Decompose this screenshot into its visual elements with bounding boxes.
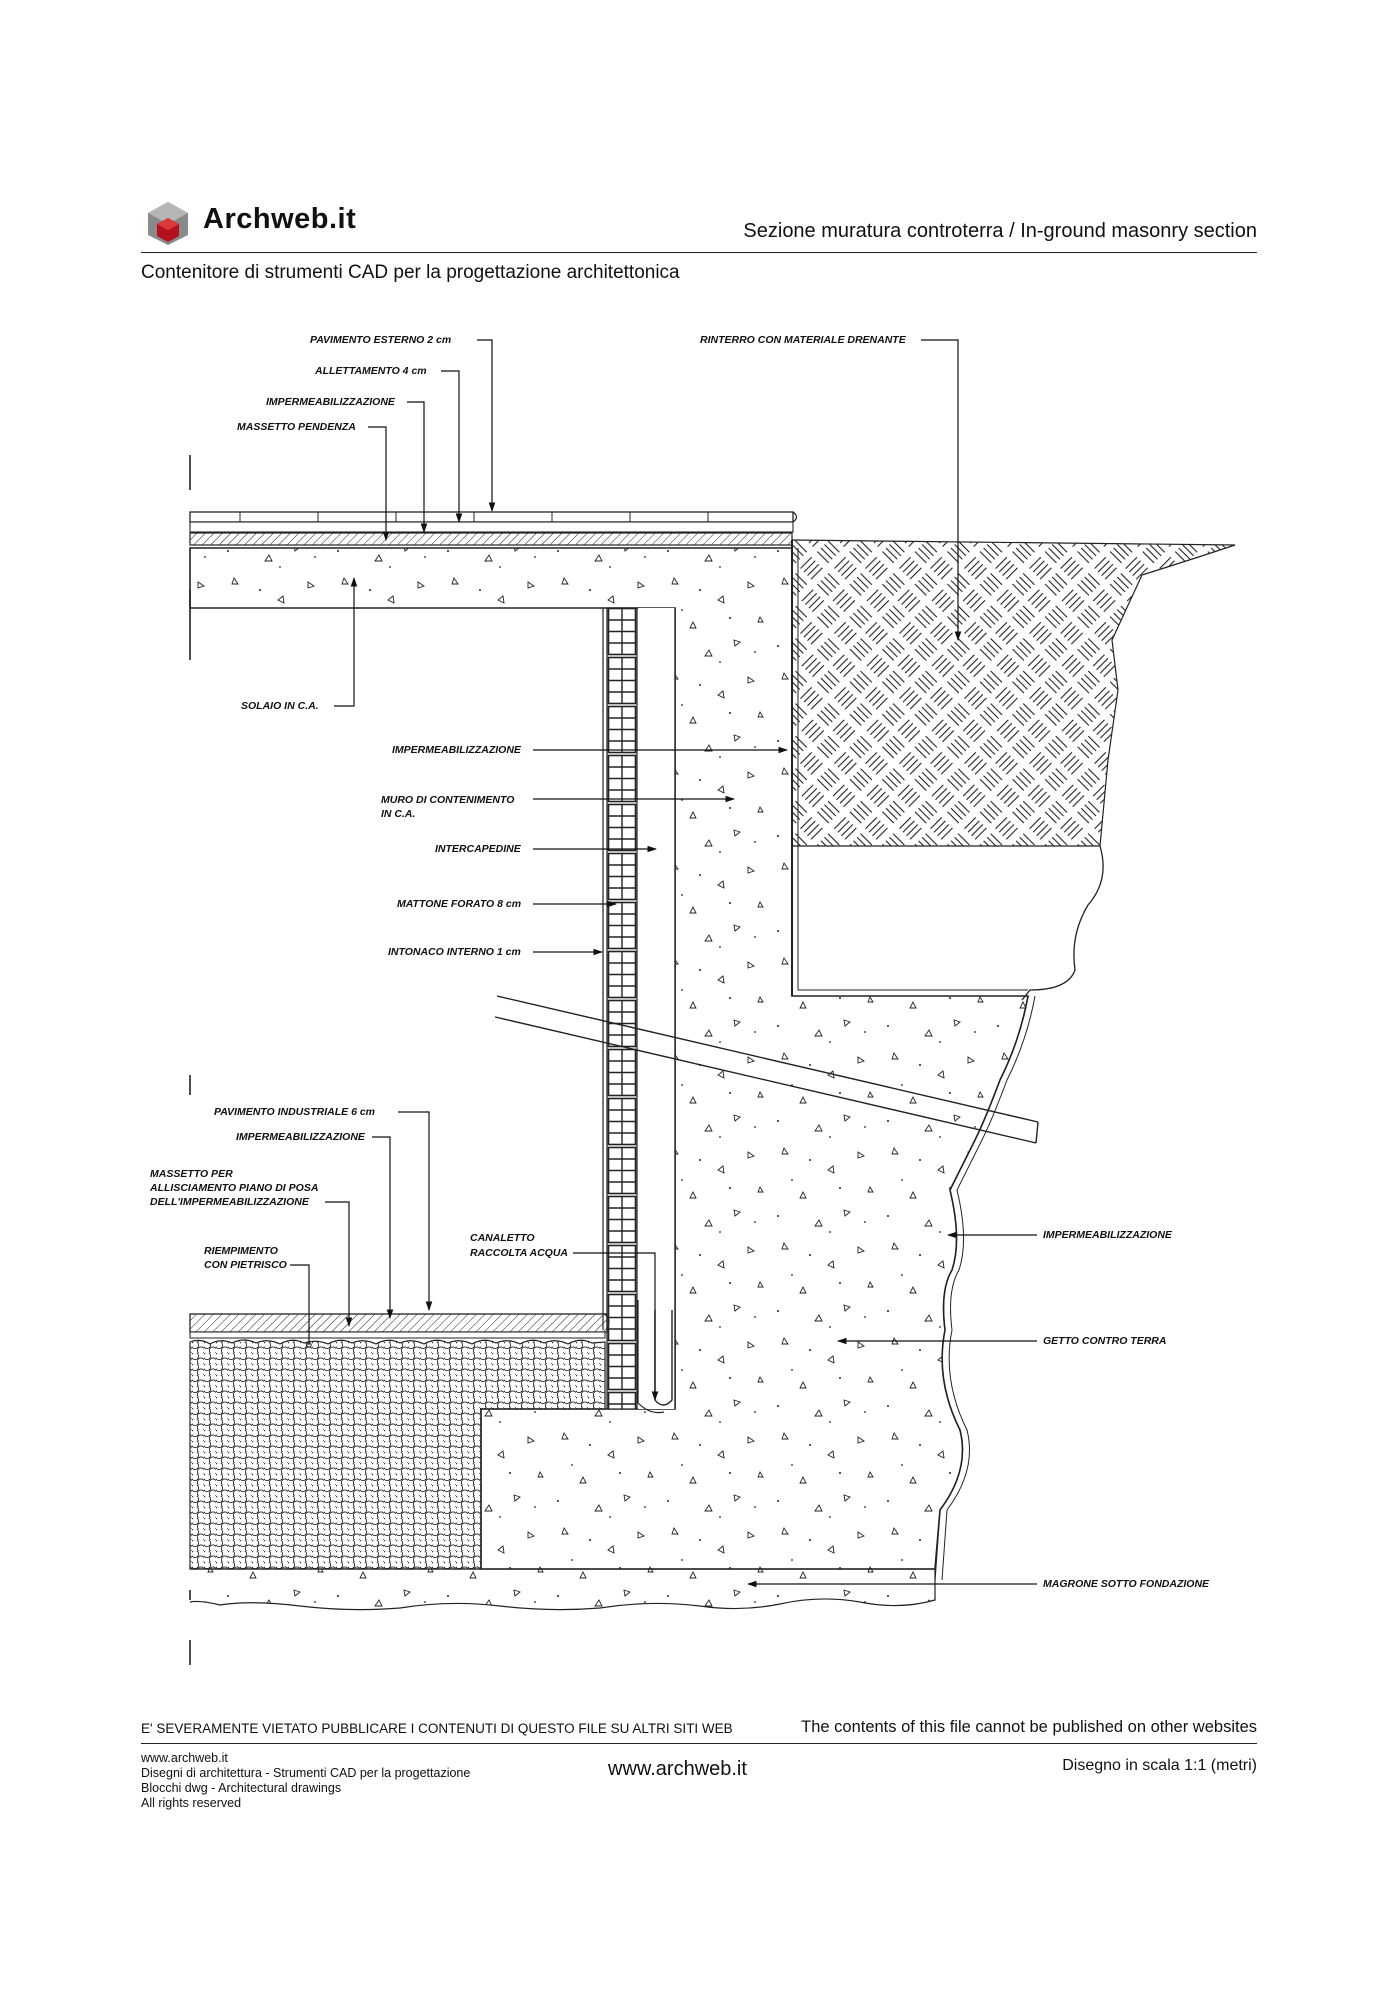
- footer-divider: [141, 1743, 1257, 1744]
- page-subtitle: Contenitore di strumenti CAD per la prog…: [141, 262, 680, 283]
- brick-wall: [606, 607, 638, 1410]
- label-solaio: SOLAIO IN C.A.: [241, 700, 319, 712]
- label-getto: GETTO CONTRO TERRA: [1043, 1335, 1166, 1347]
- bedding-layer: [189, 521, 794, 533]
- label-massetto-pendenza: MASSETTO PENDENZA: [237, 421, 356, 433]
- drainage-backfill: [791, 539, 1236, 847]
- label-mattone: MATTONE FORATO 8 cm: [397, 898, 521, 910]
- label-pavimento-industriale: PAVIMENTO INDUSTRIALE 6 cm: [214, 1106, 375, 1118]
- label-allettamento: ALLETTAMENTO 4 cm: [314, 365, 427, 377]
- label-impermeabilizzazione-right: IMPERMEABILIZZAZIONE: [1043, 1229, 1173, 1241]
- label-canaletto-line1: CANALETTO: [470, 1232, 535, 1244]
- label-muro-line2: IN C.A.: [381, 808, 416, 820]
- terrain-profile: [1021, 845, 1104, 1001]
- label-massetto-line1: MASSETTO PER: [150, 1168, 233, 1180]
- industrial-floor: [189, 1313, 608, 1333]
- archweb-logo-icon: [148, 202, 188, 245]
- label-massetto-line3: DELL'IMPERMEABILIZZAZIONE: [150, 1196, 310, 1208]
- footer-credits: www.archweb.it Disegni di architettura -…: [141, 1751, 470, 1811]
- label-impermeabilizzazione-floor: IMPERMEABILIZZAZIONE: [236, 1131, 366, 1143]
- slope-screed: [189, 532, 793, 546]
- label-massetto-line2: ALLISCIAMENTO PIANO DI POSA: [149, 1182, 318, 1194]
- footer-scale: Disegno in scala 1:1 (metri): [1062, 1757, 1257, 1774]
- footer-line: All rights reserved: [141, 1796, 242, 1810]
- label-intercapedine: INTERCAPEDINE: [435, 843, 522, 855]
- label-rinterro: RINTERRO CON MATERIALE DRENANTE: [700, 334, 907, 346]
- exterior-paving: [189, 511, 794, 523]
- label-riempimento-line1: RIEMPIMENTO: [204, 1245, 278, 1257]
- label-impermeabilizzazione-top: IMPERMEABILIZZAZIONE: [266, 396, 396, 408]
- footer-line: Blocchi dwg - Architectural drawings: [141, 1781, 342, 1795]
- footer-website: www.archweb.it: [608, 1758, 747, 1780]
- label-riempimento-line2: CON PIETRISCO: [204, 1259, 287, 1271]
- footer-line: www.archweb.it: [141, 1751, 228, 1765]
- warning-italian: E' SEVERAMENTE VIETATO PUBBLICARE I CONT…: [141, 1721, 733, 1736]
- label-impermeabilizzazione-wall: IMPERMEABILIZZAZIONE: [392, 744, 522, 756]
- label-muro-line1: MURO DI CONTENIMENTO: [381, 794, 514, 806]
- label-magrone: MAGRONE SOTTO FONDAZIONE: [1043, 1578, 1210, 1590]
- label-pavimento-esterno: PAVIMENTO ESTERNO 2 cm: [310, 334, 451, 346]
- lean-concrete: [189, 1568, 936, 1611]
- page-title: Sezione muratura controterra / In-ground…: [743, 220, 1257, 242]
- gravel-fill: [189, 1339, 606, 1570]
- cavity: [638, 608, 675, 1409]
- brand-name: Archweb.it: [203, 203, 357, 235]
- header-divider: [141, 252, 1257, 253]
- waterproofing-right: [934, 995, 1029, 1581]
- warning-english: The contents of this file cannot be publ…: [801, 1718, 1257, 1736]
- footer-line: Disegni di architettura - Strumenti CAD …: [141, 1766, 471, 1780]
- label-canaletto-line2: RACCOLTA ACQUA: [470, 1247, 568, 1259]
- label-intonaco: INTONACO INTERNO 1 cm: [388, 946, 521, 958]
- drain-pipe: [494, 995, 1039, 1144]
